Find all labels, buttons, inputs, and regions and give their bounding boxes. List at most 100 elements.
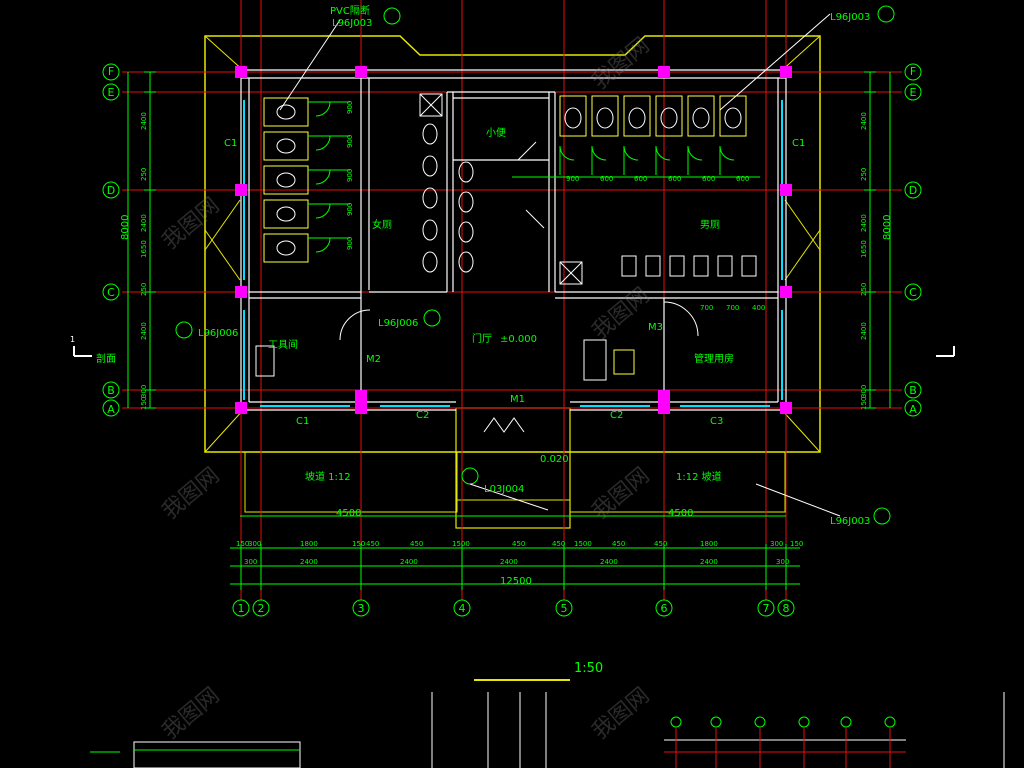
stall-door [591, 145, 607, 161]
axis-label-2: 2 [258, 602, 265, 615]
callout-circle [175, 321, 193, 339]
leader-line [469, 483, 549, 511]
partition-dim: 600 [702, 175, 715, 183]
structural-column [355, 390, 367, 402]
partition-dim: 900 [346, 169, 354, 182]
chair [613, 349, 635, 375]
toilet-stall [623, 95, 651, 137]
partition-dim: 900 [346, 101, 354, 114]
toilet-bowl [276, 104, 296, 120]
stall-door [315, 101, 331, 117]
partition-dim: 900 [566, 175, 579, 183]
door-m1-label: M1 [510, 394, 525, 405]
callout-circle [461, 467, 479, 485]
dim-text: 150 [236, 540, 249, 548]
door-swing [483, 417, 525, 433]
axis-label-3: 3 [358, 602, 365, 615]
callout-circle [383, 7, 401, 25]
leader-line [719, 13, 831, 111]
axis-bubble [754, 716, 766, 728]
axis-bubble [904, 181, 922, 199]
axis-bubble [453, 599, 471, 617]
window-c3: C3 [710, 416, 723, 427]
urinal-dim: 700 [726, 304, 739, 312]
axis-label-B-right: B [909, 384, 917, 397]
toilet-bowl [276, 240, 296, 256]
axis-label-F-right: F [910, 65, 916, 78]
dim-text: 300 [248, 540, 261, 548]
urinal [741, 255, 757, 277]
axis-label-F-left: F [108, 65, 114, 78]
axis-bubble [904, 381, 922, 399]
side-dim: 250 [860, 168, 868, 181]
toilet-bowl [628, 107, 646, 129]
wash-basin [422, 123, 438, 145]
callout-circle [877, 5, 895, 23]
axis-label-A-right: A [909, 403, 917, 416]
left-total-dim: 8000 [120, 215, 131, 240]
side-dim: 2400 [860, 112, 868, 130]
wash-basin [422, 251, 438, 273]
wash-basin [422, 219, 438, 241]
toilet-stall [687, 95, 715, 137]
axis-bubble [904, 399, 922, 417]
dim-text: 450 [552, 540, 565, 548]
counter [583, 339, 607, 381]
stall-door [559, 145, 575, 161]
dim-text: 450 [612, 540, 625, 548]
side-dim: 2400 [140, 112, 148, 130]
total-width-label: 12500 [500, 576, 532, 587]
urinal [693, 255, 709, 277]
elevation-block [133, 741, 301, 768]
ref-l96j006-center: L96J006 [378, 318, 418, 329]
side-dim: 250 [860, 283, 868, 296]
dim-text: 150 [790, 540, 803, 548]
structural-column [780, 402, 792, 414]
axis-bubble [102, 283, 120, 301]
axis-label-D-left: D [107, 184, 115, 197]
wash-basin [422, 155, 438, 177]
entrance-steps [455, 407, 571, 529]
axis-bubble [904, 83, 922, 101]
partition-dim: 900 [346, 135, 354, 148]
dim-text: 300 [244, 558, 257, 566]
toilet-bowl [276, 172, 296, 188]
urinal [669, 255, 685, 277]
axis-bubble [102, 63, 120, 81]
urinal-dim: 700 [700, 304, 713, 312]
side-dim: 2400 [140, 214, 148, 232]
sink-cross [419, 93, 443, 117]
structural-column [235, 66, 247, 78]
leader-line [279, 19, 341, 111]
stall-door [315, 237, 331, 253]
ramp-left [244, 451, 458, 513]
stall-door [655, 145, 671, 161]
axis-label-C-right: C [909, 286, 917, 299]
callout-circle [423, 309, 441, 327]
axis-bubble [102, 381, 120, 399]
room-urinal-label: 小便 [486, 126, 506, 139]
hip-line [779, 407, 821, 453]
right-total-dim: 8000 [882, 215, 893, 240]
structural-column [780, 184, 792, 196]
structural-column [235, 286, 247, 298]
dim-text: 450 [654, 540, 667, 548]
door-m2-label: M2 [366, 354, 381, 365]
dim-4500-left: 4500 [336, 508, 361, 519]
wash-basin [458, 161, 474, 183]
dim-text: 450 [512, 540, 525, 548]
axis-bubble [252, 599, 270, 617]
floor-elevation: ±0.000 [500, 334, 537, 345]
side-dim: 1650 [140, 240, 148, 258]
sink-box [419, 93, 443, 117]
toilet-bowl [724, 107, 742, 129]
slope-left-label: 坡道 1:12 [305, 470, 351, 483]
axis-label-D-right: D [909, 184, 917, 197]
dim-text: 300 [770, 540, 783, 548]
sink-cross [559, 261, 583, 285]
urinal [645, 255, 661, 277]
door-m3-label: M3 [648, 322, 663, 333]
side-dim: 1650 [860, 240, 868, 258]
eave-line [204, 229, 241, 281]
